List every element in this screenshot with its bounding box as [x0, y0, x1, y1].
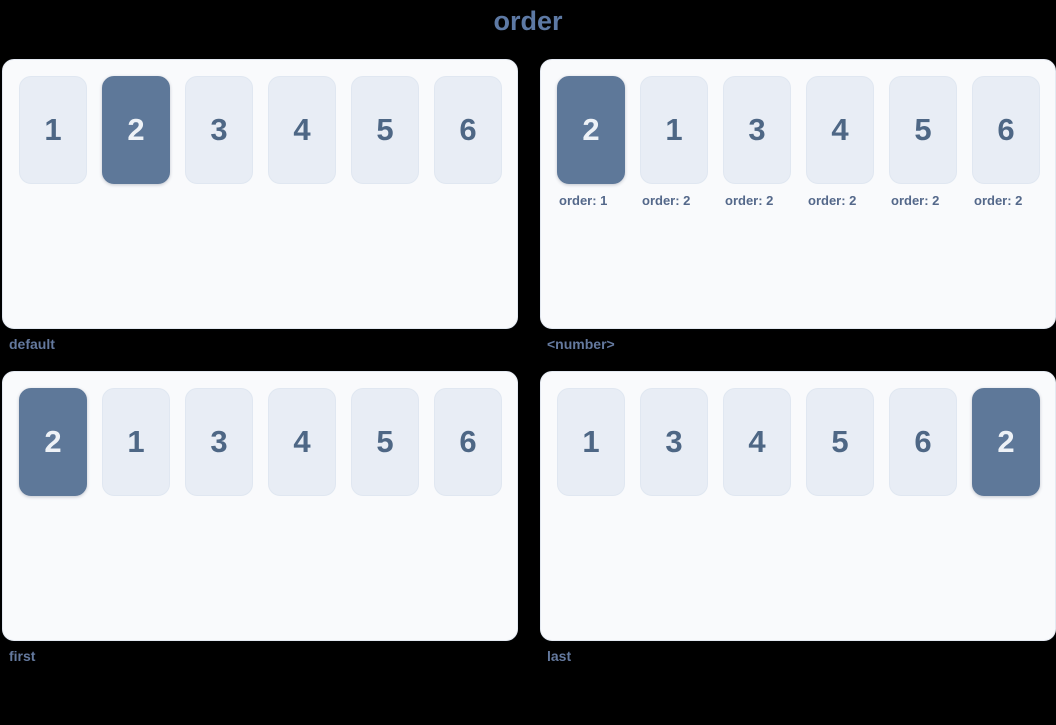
- card-order-label: order: 1: [559, 193, 608, 208]
- panel-caption-number: <number>: [547, 336, 615, 352]
- card-list-first: 2 1 3 4 5 6: [19, 388, 517, 496]
- card-highlighted[interactable]: 2: [557, 76, 625, 184]
- card-list-number: 2 order: 1 1 order: 2 3 order: 2 4 order…: [557, 76, 1055, 208]
- card[interactable]: 4: [268, 388, 336, 496]
- card-item: 5: [351, 388, 419, 496]
- card-item: 3: [185, 388, 253, 496]
- flex-container-last: 1 3 4 5 6 2: [540, 371, 1056, 641]
- card-item: 1 order: 2: [640, 76, 708, 208]
- card[interactable]: 6: [434, 388, 502, 496]
- card-order-label: order: 2: [642, 193, 691, 208]
- flex-container-default: 1 2 3 4 5 6: [2, 59, 518, 329]
- page-title: order: [493, 6, 563, 36]
- panel-caption-last: last: [547, 648, 572, 664]
- card[interactable]: 1: [19, 76, 87, 184]
- card-item: 4: [268, 388, 336, 496]
- card[interactable]: 5: [351, 76, 419, 184]
- card[interactable]: 5: [806, 388, 874, 496]
- card-highlighted[interactable]: 2: [102, 76, 170, 184]
- card-item: 3 order: 2: [723, 76, 791, 208]
- card-item: 1: [19, 76, 87, 184]
- card-highlighted[interactable]: 2: [972, 388, 1040, 496]
- card-order-label: order: 2: [725, 193, 774, 208]
- card[interactable]: 6: [972, 76, 1040, 184]
- card-item: 1: [102, 388, 170, 496]
- card[interactable]: 6: [434, 76, 502, 184]
- card[interactable]: 3: [723, 76, 791, 184]
- flex-container-first: 2 1 3 4 5 6: [2, 371, 518, 641]
- card-item: 2: [972, 388, 1040, 496]
- card[interactable]: 1: [640, 76, 708, 184]
- panel-cell-number: 2 order: 1 1 order: 2 3 order: 2 4 order…: [540, 59, 1056, 352]
- card-item: 4: [268, 76, 336, 184]
- card-list-default: 1 2 3 4 5 6: [19, 76, 517, 184]
- card-item: 3: [640, 388, 708, 496]
- card[interactable]: 5: [351, 388, 419, 496]
- card-item: 6: [434, 76, 502, 184]
- card-item: 2 order: 1: [557, 76, 625, 208]
- panel-caption-first: first: [9, 648, 36, 664]
- flex-container-number: 2 order: 1 1 order: 2 3 order: 2 4 order…: [540, 59, 1056, 329]
- card-item: 6: [889, 388, 957, 496]
- card[interactable]: 3: [640, 388, 708, 496]
- card[interactable]: 5: [889, 76, 957, 184]
- panel-caption-default: default: [9, 336, 55, 352]
- card-highlighted[interactable]: 2: [19, 388, 87, 496]
- card-item: 4: [723, 388, 791, 496]
- card[interactable]: 4: [723, 388, 791, 496]
- card-item: 3: [185, 76, 253, 184]
- panel-grid: 1 2 3 4 5 6 default: [2, 59, 1056, 664]
- card[interactable]: 6: [889, 388, 957, 496]
- card-item: 2: [19, 388, 87, 496]
- card-item: 5: [806, 388, 874, 496]
- card-item: 5: [351, 76, 419, 184]
- card[interactable]: 4: [806, 76, 874, 184]
- card[interactable]: 1: [102, 388, 170, 496]
- panel-cell-first: 2 1 3 4 5 6 first: [2, 371, 518, 664]
- card-list-last: 1 3 4 5 6 2: [557, 388, 1055, 496]
- card-order-label: order: 2: [808, 193, 857, 208]
- card[interactable]: 1: [557, 388, 625, 496]
- card-item: 5 order: 2: [889, 76, 957, 208]
- card-item: 4 order: 2: [806, 76, 874, 208]
- card[interactable]: 3: [185, 76, 253, 184]
- card-item: 2: [102, 76, 170, 184]
- panel-cell-last: 1 3 4 5 6 2 last: [540, 371, 1056, 664]
- card-item: 6: [434, 388, 502, 496]
- panel-cell-default: 1 2 3 4 5 6 default: [2, 59, 518, 352]
- card-order-label: order: 2: [891, 193, 940, 208]
- card[interactable]: 4: [268, 76, 336, 184]
- card-item: 1: [557, 388, 625, 496]
- card-order-label: order: 2: [974, 193, 1023, 208]
- card-item: 6 order: 2: [972, 76, 1040, 208]
- card[interactable]: 3: [185, 388, 253, 496]
